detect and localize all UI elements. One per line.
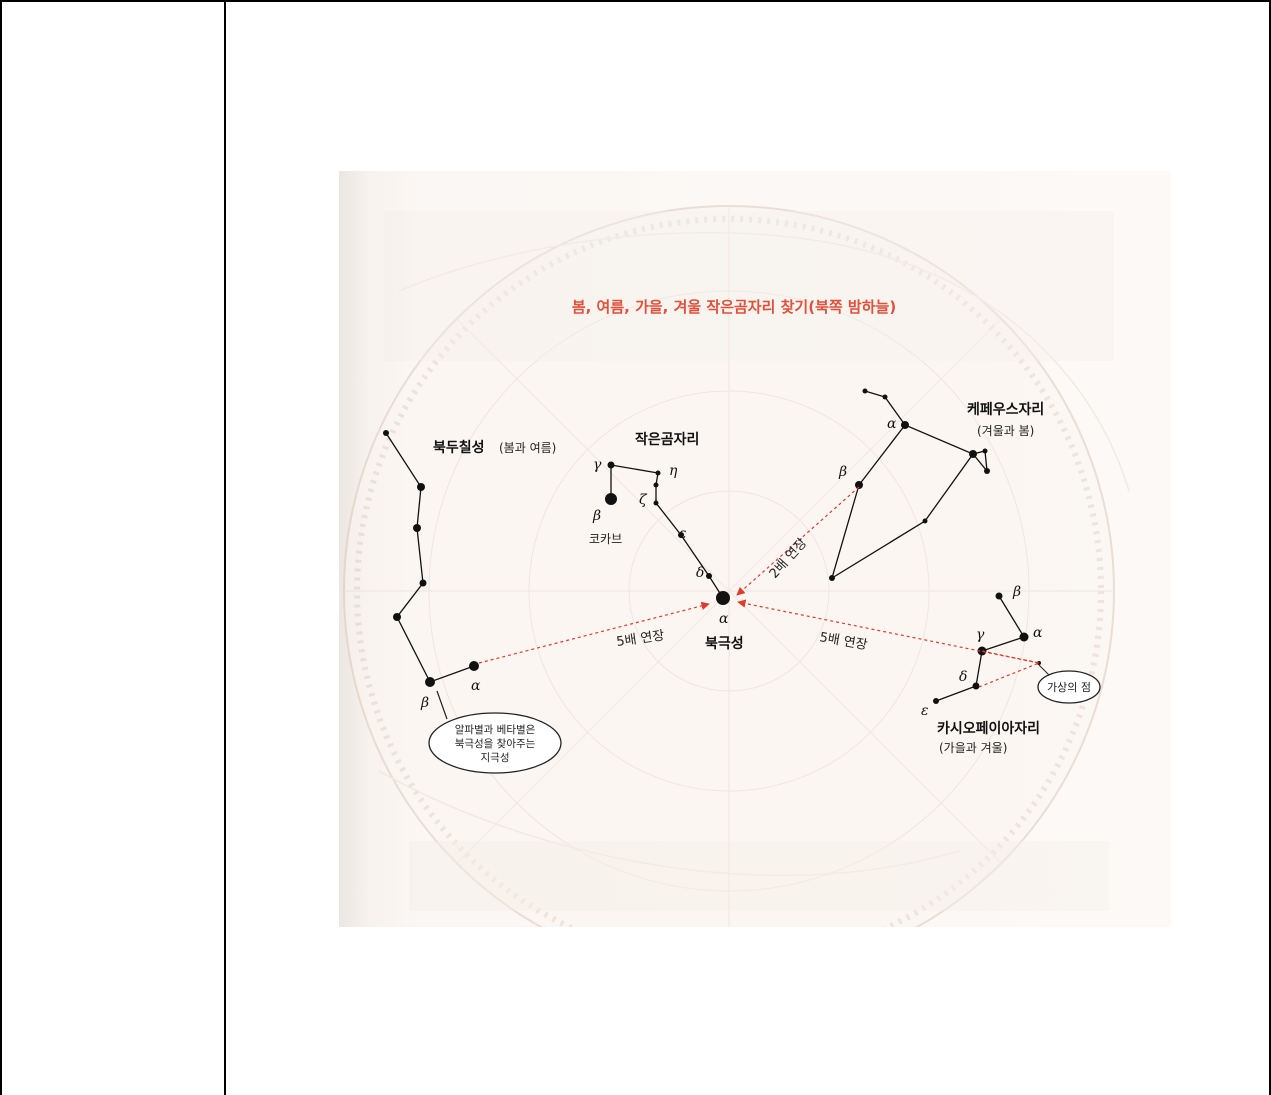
cassiopeia-beta-star	[995, 592, 1003, 600]
kochab-label: 코카브	[589, 532, 622, 546]
polaris-label: 북극성	[705, 636, 744, 652]
cassiopeia-season: (가을과 겨울)	[939, 741, 1007, 755]
little-dipper-eta-label: η	[669, 463, 678, 479]
little-dipper-constellation: 작은곰자리 γ η ζ β 코카브 ε δ α 북극성	[589, 431, 744, 652]
big-dipper-beta-star	[425, 677, 435, 687]
virtual-point-bubble	[1037, 670, 1101, 704]
big-dipper-alpha-star	[469, 661, 479, 671]
little-dipper-gamma-star	[607, 461, 615, 469]
cepheus-season: (겨울과 봄)	[977, 424, 1034, 438]
cepheus-name: 케페우스자리	[967, 402, 1044, 418]
pointer-stars-callout: 알파별과 베타별은 북극성을 찾아주는 지극성	[428, 690, 562, 774]
cepheus-star	[882, 394, 888, 400]
big-dipper-extend-label: 5배 연장	[615, 628, 665, 650]
big-dipper-alpha-label: α	[471, 678, 481, 694]
big-dipper-constellation: 북두칠성 (봄과 여름) β α 알파별과 베타별은 북극성을 찾아주는 지극성	[383, 430, 562, 774]
little-dipper-epsilon-label: ε	[679, 526, 687, 542]
star-map-image: 봄, 여름, 가을, 겨울 작은곰자리 찾기(북쪽 밤하늘) 북두칠성 (봄과 …	[339, 171, 1171, 927]
virtual-point-label: 가상의 점	[1047, 681, 1091, 694]
big-dipper-star	[383, 430, 389, 436]
big-dipper-season: (봄과 여름)	[499, 441, 556, 455]
big-dipper-beta-label: β	[420, 695, 429, 711]
big-dipper-star	[419, 579, 427, 587]
left-margin-divider	[224, 0, 226, 1095]
cepheus-alpha-star	[901, 421, 909, 429]
cepheus-beta-star	[855, 481, 863, 489]
little-dipper-zeta-label: ζ	[639, 492, 648, 508]
diagram-title: 봄, 여름, 가을, 겨울 작은곰자리 찾기(북쪽 밤하늘)	[572, 298, 896, 316]
cepheus-star	[982, 448, 988, 454]
big-dipper-star	[393, 613, 401, 621]
big-dipper-star	[417, 483, 425, 491]
cepheus-star	[922, 518, 928, 524]
little-dipper-name: 작은곰자리	[635, 431, 699, 448]
cepheus-beta-label: β	[838, 464, 847, 480]
cepheus-alpha-label: α	[887, 416, 897, 432]
big-dipper-star	[413, 524, 421, 532]
callout-line-1: 알파별과 베타별은	[455, 724, 536, 736]
polaris-alpha-label: α	[719, 611, 729, 627]
big-dipper-name: 북두칠성	[433, 439, 485, 456]
cassiopeia-alpha-star	[1019, 632, 1029, 642]
little-dipper-beta-star	[605, 493, 617, 505]
cepheus-constellation: 케페우스자리 (겨울과 봄) α β	[829, 388, 1044, 581]
little-dipper-eta-star	[655, 470, 661, 476]
cepheus-star	[969, 450, 977, 458]
cassiopeia-delta-label: δ	[959, 669, 967, 685]
cassiopeia-name: 카시오페이아자리	[937, 720, 1040, 737]
cassiopeia-constellation: β α γ δ ε 카시오페이아자리 (가을과 겨울) 가상의 점	[921, 584, 1101, 755]
cassiopeia-gamma-label: γ	[976, 627, 985, 643]
little-dipper-zeta-star	[653, 482, 659, 488]
callout-line-3: 지극성	[481, 752, 510, 764]
little-dipper-delta-star	[706, 573, 712, 579]
star-map-svg: 봄, 여름, 가을, 겨울 작은곰자리 찾기(북쪽 밤하늘) 북두칠성 (봄과 …	[343, 205, 1130, 927]
cepheus-star	[984, 468, 990, 474]
callout-line-2: 북극성을 찾아주는	[455, 738, 536, 750]
little-dipper-gamma-label: γ	[593, 457, 602, 473]
little-dipper-epsilon-star	[678, 532, 684, 538]
cassiopeia-beta-label: β	[1012, 584, 1021, 600]
cepheus-star	[862, 388, 868, 394]
polaris-star	[716, 591, 730, 605]
little-dipper-star	[653, 500, 659, 506]
cassiopeia-delta-star	[972, 682, 980, 690]
cassiopeia-epsilon-star	[933, 698, 939, 704]
little-dipper-beta-label: β	[592, 508, 601, 524]
cepheus-star	[829, 575, 835, 581]
cassiopeia-alpha-label: α	[1033, 625, 1043, 641]
little-dipper-delta-label: δ	[696, 565, 704, 581]
cassiopeia-epsilon-label: ε	[921, 703, 929, 719]
